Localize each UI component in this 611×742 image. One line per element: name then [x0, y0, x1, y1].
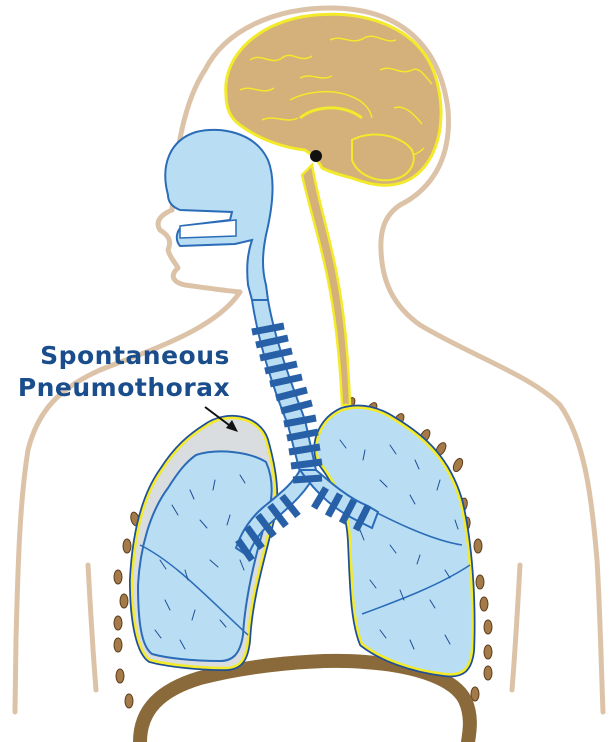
rib: [451, 457, 464, 473]
rib: [484, 666, 492, 680]
rib: [480, 597, 488, 611]
rib: [125, 694, 133, 708]
rib: [114, 638, 122, 652]
rib: [116, 669, 124, 683]
rib: [474, 539, 482, 553]
oral-cavity: [180, 220, 236, 238]
rib: [476, 575, 484, 589]
rib: [123, 539, 131, 553]
dot-icon: [310, 150, 322, 162]
nasal-cavity: [165, 130, 272, 300]
left-arm-line: [88, 565, 96, 690]
rib: [484, 645, 492, 659]
right-lung: [316, 408, 472, 675]
diaphragm: [140, 661, 470, 742]
pneumothorax-label-line2: Pneumothorax: [14, 373, 234, 403]
rib: [114, 616, 122, 630]
pneumothorax-label-line1: Spontaneous: [30, 341, 240, 371]
rib: [114, 570, 122, 584]
rib: [471, 687, 479, 701]
rib: [484, 620, 492, 634]
spinal-cord: [302, 165, 350, 405]
rib: [120, 594, 128, 608]
right-arm-line: [512, 565, 520, 690]
